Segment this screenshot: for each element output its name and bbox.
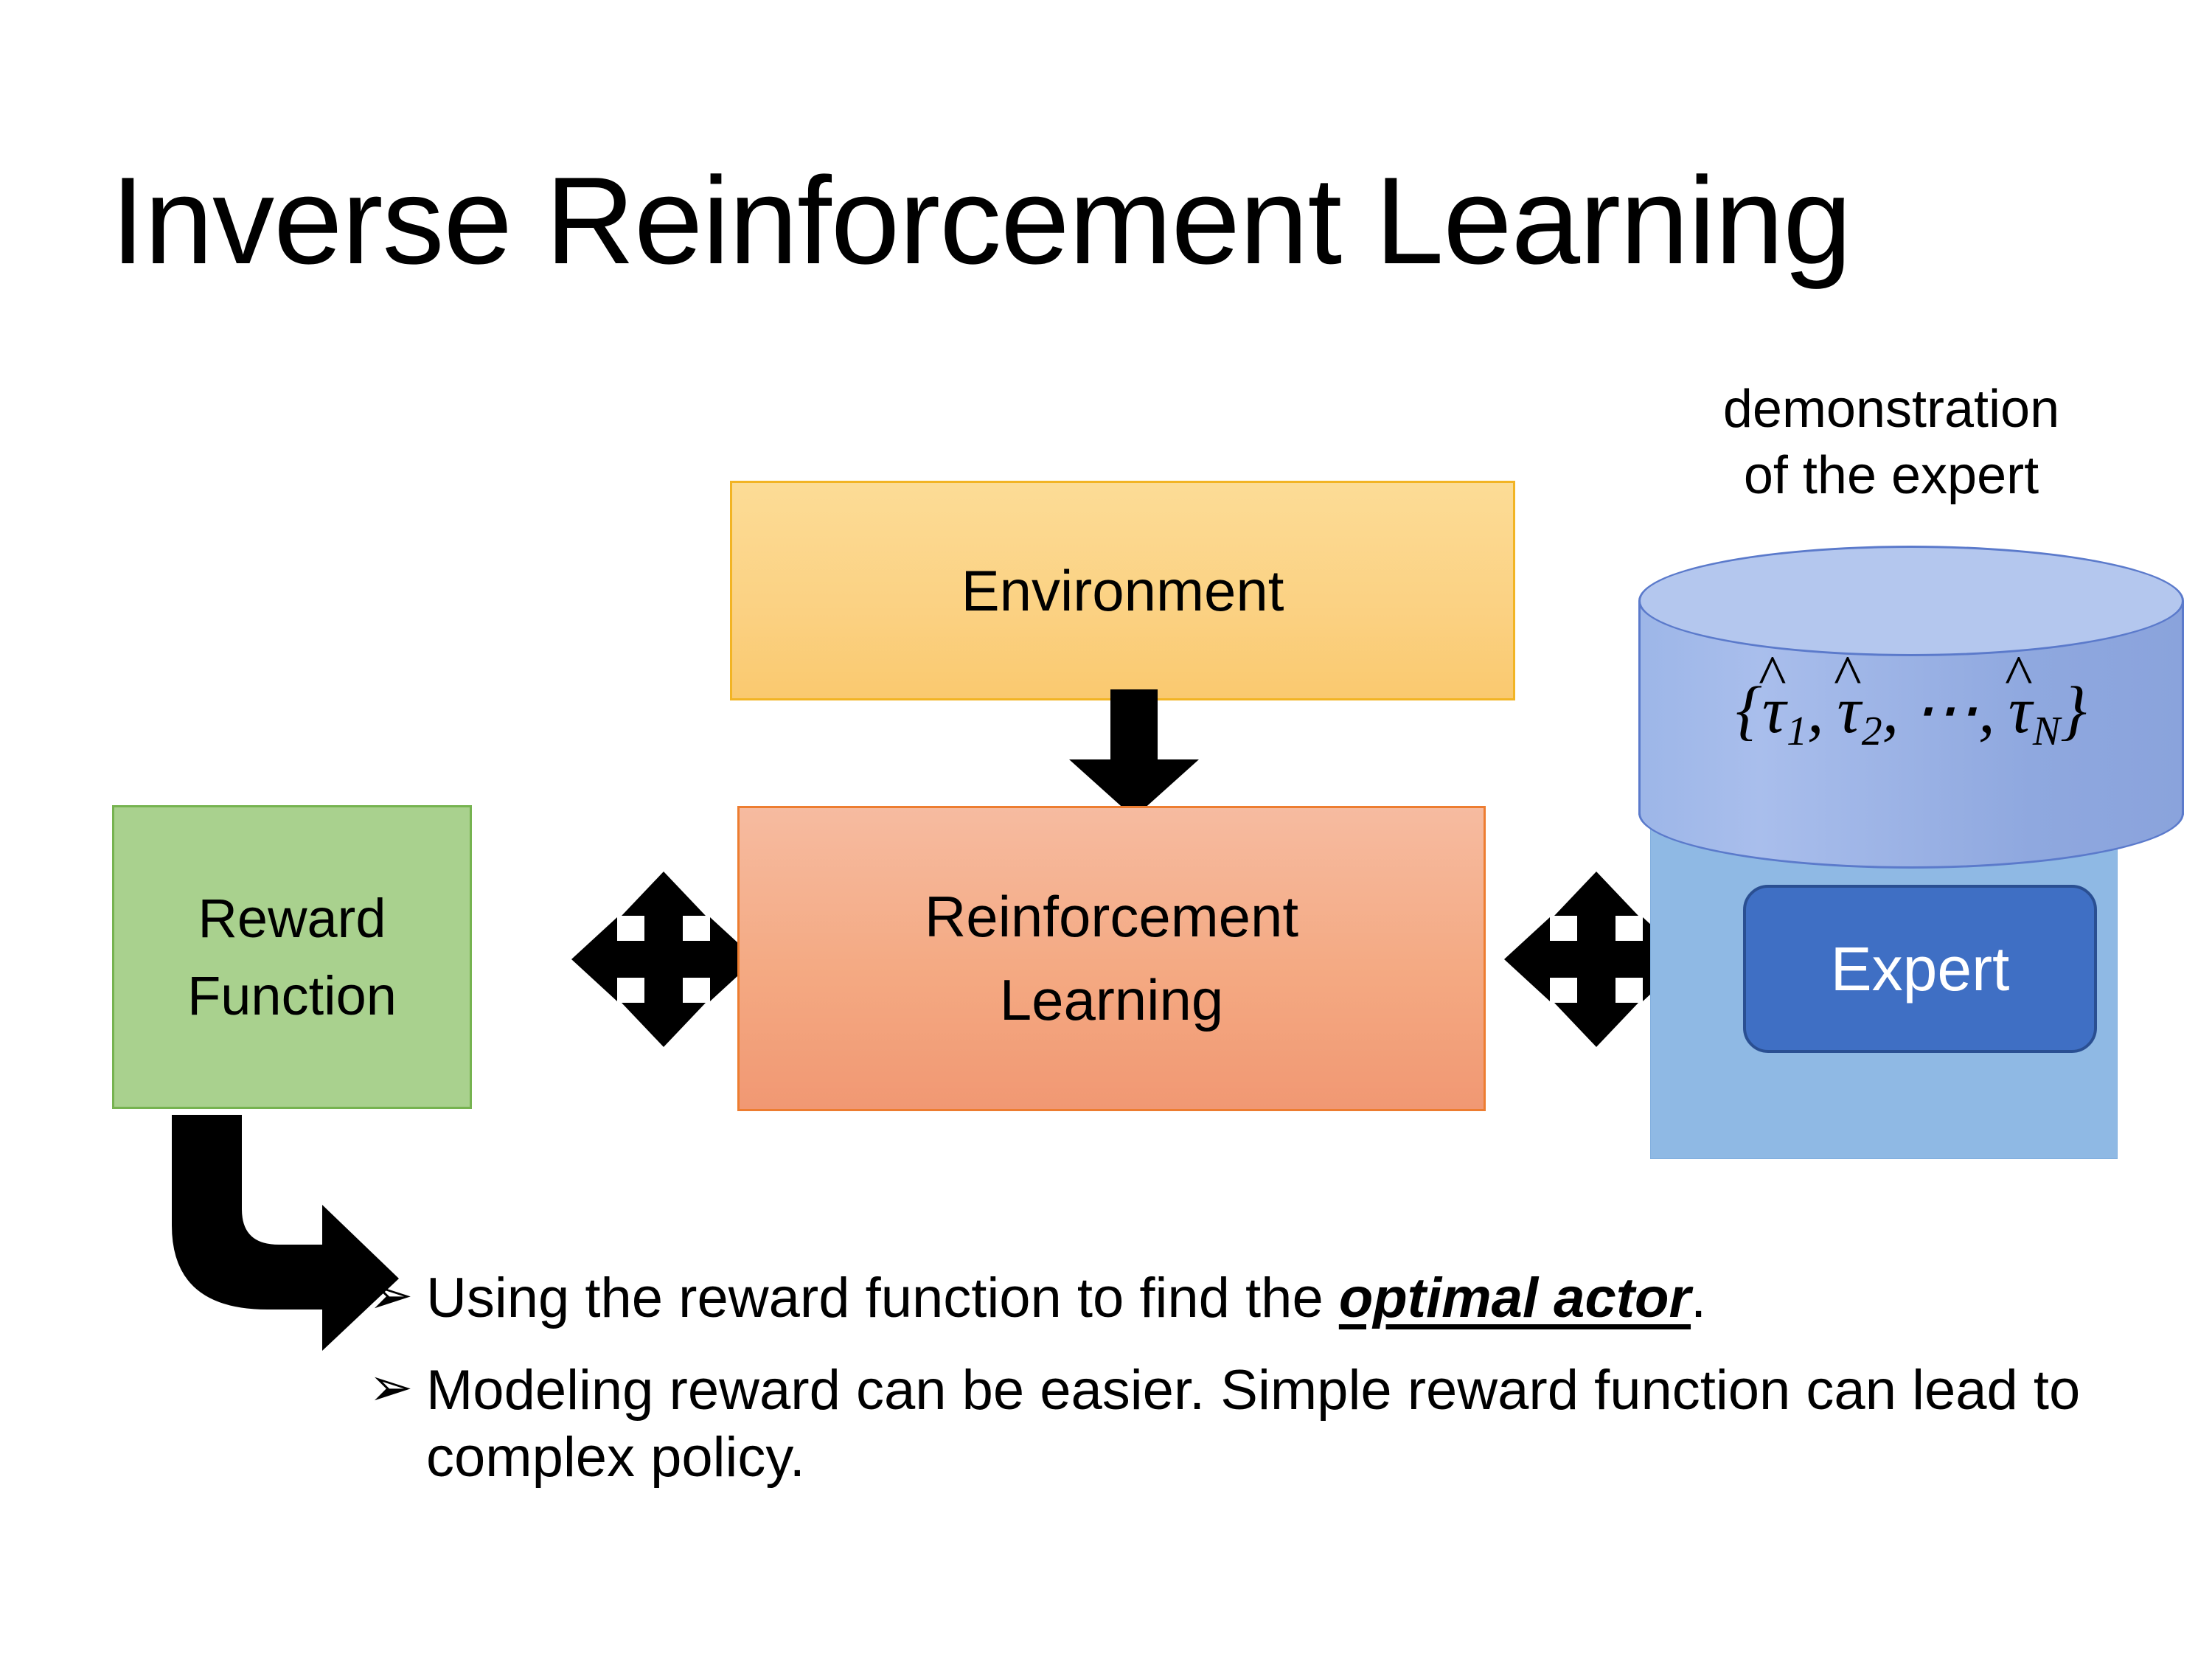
four-way-double-arrow-icon [571,867,756,1051]
note-text-1: Using the reward function to find the op… [426,1265,2138,1332]
expert-node-label: Expert [1830,933,2010,1004]
brace-open: { [1735,674,1762,747]
trajectory-set-label: {τ1, τ2, ⋯, τN} [1638,671,2184,755]
expert-node[interactable]: Expert [1743,885,2097,1053]
reward-function-node[interactable]: Reward Function [112,805,472,1109]
comma-1: , [1806,674,1824,747]
tau-n-subscript: N [2032,708,2061,754]
note-text-2: Modeling reward can be easier. Simple re… [426,1359,2081,1489]
reward-function-label-line1: Reward [198,887,386,949]
brace-close: } [2060,674,2087,747]
list-item: ➢ Using the reward function to find the … [369,1265,2138,1332]
note-1-prefix: Using the reward function to find the [426,1267,1339,1329]
environment-node-label: Environment [961,557,1284,623]
demonstration-caption: demonstration of the expert [1637,376,2146,509]
reinforcement-learning-label-line1: Reinforcement [924,883,1299,949]
four-way-double-arrow-icon [1504,867,1688,1051]
demonstration-cylinder: {τ1, τ2, ⋯, τN} [1638,546,2184,869]
environment-node[interactable]: Environment [730,481,1515,700]
note-1-suffix: . [1691,1267,1707,1329]
tau-2-subscript: 2 [1861,708,1882,754]
note-1-emphasis: optimal actor [1338,1267,1691,1329]
bullet-arrow-icon: ➢ [369,1266,414,1325]
page-title: Inverse Reinforcement Learning [111,151,1852,290]
comma-3: , [1978,674,1995,747]
down-arrow-icon [1068,689,1200,818]
notes-list: ➢ Using the reward function to find the … [369,1265,2138,1517]
tau-n: τ [2008,672,2032,748]
ellipsis: ⋯ [1912,674,1979,747]
tau-1: τ [1762,672,1786,748]
bullet-arrow-icon: ➢ [369,1358,414,1418]
reinforcement-learning-label-line2: Learning [999,967,1224,1032]
list-item: ➢ Modeling reward can be easier. Simple … [369,1357,2138,1491]
demonstration-caption-line2: of the expert [1743,446,2039,505]
reward-function-label-line2: Function [187,965,397,1026]
tau-1-subscript: 1 [1787,708,1807,754]
reinforcement-learning-node[interactable]: Reinforcement Learning [737,806,1486,1111]
tau-2: τ [1837,672,1861,748]
cylinder-top-ellipse [1638,546,2184,656]
comma-2: , [1882,674,1899,747]
demonstration-caption-line1: demonstration [1722,380,2060,439]
elbow-arrow-icon [159,1115,402,1351]
